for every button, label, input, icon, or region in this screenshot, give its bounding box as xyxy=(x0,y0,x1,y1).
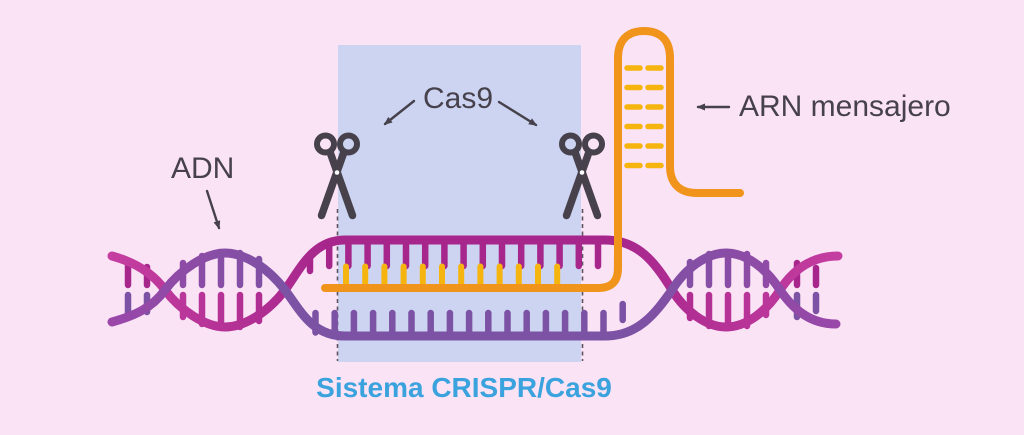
scissors-pivot xyxy=(334,170,340,175)
cas9-arrow-right xyxy=(497,100,538,127)
scissors-handle xyxy=(559,132,582,156)
scissors-right-icon xyxy=(559,132,605,220)
dna-helix xyxy=(107,235,843,341)
dna-end-rungs-top xyxy=(124,258,820,289)
rna-hairpin-rungs xyxy=(624,65,664,169)
cas9-arrow-left xyxy=(383,99,416,126)
adn-arrow xyxy=(205,189,221,230)
rna-pairing-rungs xyxy=(343,263,561,287)
scissors-blade xyxy=(326,148,357,220)
scissors-blade xyxy=(317,148,348,220)
scissors-left-icon xyxy=(314,132,360,220)
dna-strand-top xyxy=(107,235,843,332)
dna-bubble-rungs-top xyxy=(306,241,621,278)
scissors-blade xyxy=(562,148,593,220)
scissors-handle xyxy=(314,132,337,156)
scissors-pivot xyxy=(579,170,585,175)
scissors-handle xyxy=(582,132,605,156)
scissors-blade xyxy=(571,148,602,220)
diagram-caption: Sistema CRISPR/Cas9 xyxy=(316,372,612,403)
crispr-highlight-box xyxy=(338,45,581,362)
rna-strand xyxy=(321,27,744,292)
annotation-arrows xyxy=(205,99,731,230)
dna-label: ADN xyxy=(171,152,235,185)
scissors-handle xyxy=(337,132,360,156)
guide-rna xyxy=(321,27,744,292)
dna-bubble-rungs-bottom xyxy=(312,300,626,336)
cas9-label: Cas9 xyxy=(423,82,494,115)
dna-strand-bottom xyxy=(107,248,841,341)
mrna-label: ARN mensajero xyxy=(739,90,951,123)
